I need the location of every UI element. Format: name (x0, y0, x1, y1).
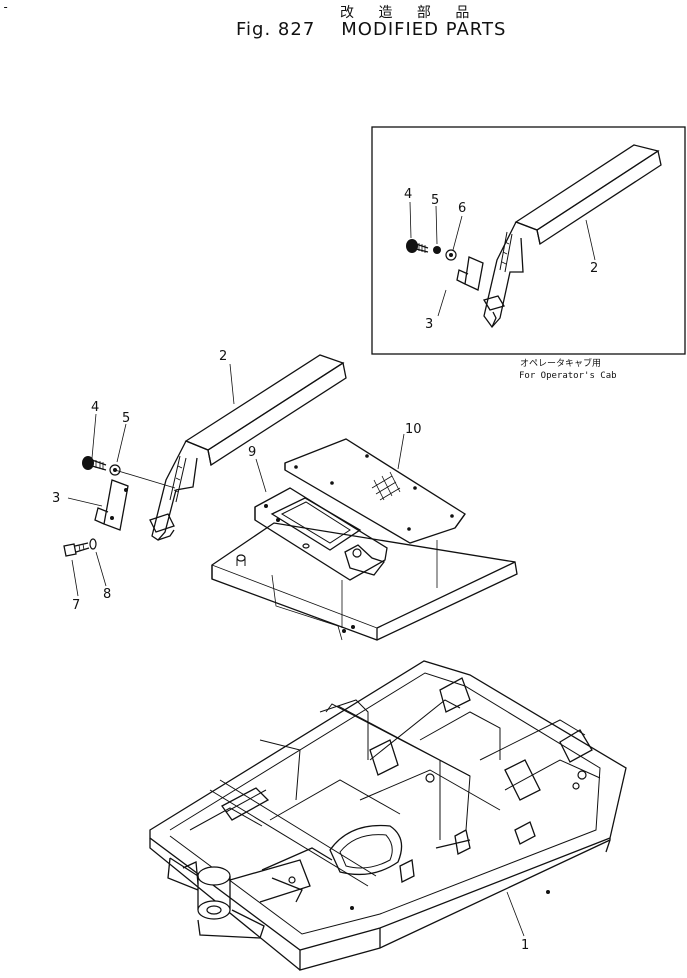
callout-10: 10 (405, 422, 422, 437)
callout-1: 1 (521, 938, 529, 953)
inset-bolt (406, 239, 429, 253)
figure-number: Fig. 827 (236, 19, 316, 40)
inset-armrest (483, 144, 662, 329)
inset-caption-jp: オペレータキャブ用 (520, 357, 601, 369)
inset-washer-5 (433, 246, 441, 254)
bracket (94, 479, 129, 531)
inset-bracket (456, 256, 484, 291)
armrest (149, 354, 347, 541)
callout-4: 4 (91, 400, 99, 415)
cover-10 (284, 438, 466, 628)
washer-8 (89, 538, 97, 550)
figure-title: Fig. 827 MODIFIED PARTS (236, 19, 506, 40)
callout-7: 7 (72, 598, 80, 613)
inset-callout-5: 5 (431, 193, 439, 208)
inset-caption-en: For Operator's Cab (519, 371, 617, 381)
callout-8: 8 (103, 587, 111, 602)
floor-plate (211, 522, 518, 641)
title-japanese: 改 造 部 品 (340, 5, 480, 21)
bolt-7 (63, 542, 90, 557)
callout-2: 2 (219, 349, 227, 364)
figure-title-text: MODIFIED PARTS (341, 19, 507, 40)
corner-mark: - (2, 0, 10, 14)
main-frame (149, 660, 627, 971)
callout-9: 9 (248, 445, 256, 460)
inset-callout-4: 4 (404, 187, 412, 202)
callout-5: 5 (122, 411, 130, 426)
inset-panel: 4 5 6 2 3 (371, 126, 686, 355)
inset-callout-6: 6 (458, 201, 466, 216)
callout-3: 3 (52, 491, 60, 506)
inset-border (371, 126, 686, 355)
console-9 (254, 487, 388, 581)
bolt-4 (82, 456, 107, 471)
inset-callout-3: 3 (425, 317, 433, 332)
inset-callout-2: 2 (590, 261, 598, 276)
